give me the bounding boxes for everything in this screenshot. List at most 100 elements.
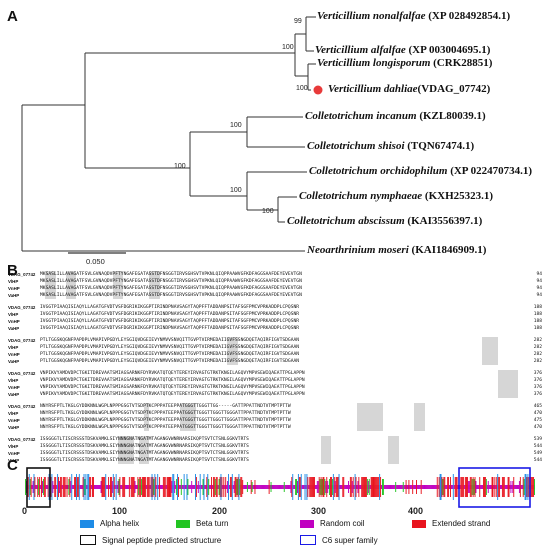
structure-residue bbox=[99, 485, 101, 489]
structure-residue bbox=[308, 485, 310, 489]
structure-residue bbox=[482, 485, 484, 489]
structure-residue bbox=[526, 477, 528, 497]
structure-residue bbox=[450, 485, 452, 489]
structure-residue bbox=[79, 485, 81, 489]
sequence-text: PTLTGGSKQGNFPAPDPLVMAPIVPGDYLEYSGIQVDGEI… bbox=[40, 352, 300, 357]
structure-residue bbox=[501, 485, 502, 489]
structure-residue bbox=[73, 485, 75, 489]
structure-residue bbox=[157, 474, 159, 500]
bootstrap-value: 100 bbox=[262, 208, 274, 215]
conservation-shade bbox=[138, 450, 150, 457]
conservation-shade bbox=[112, 271, 124, 278]
structure-residue bbox=[300, 474, 302, 500]
structure-residue bbox=[175, 485, 177, 489]
structure-residue bbox=[360, 485, 362, 489]
structure-residue bbox=[336, 477, 338, 497]
structure-residue bbox=[372, 477, 374, 497]
sequence-position: 465 bbox=[533, 404, 542, 409]
structure-residue bbox=[347, 485, 348, 489]
structure-residue bbox=[176, 479, 178, 495]
structure-residue bbox=[55, 477, 57, 497]
structure-residue bbox=[299, 477, 301, 497]
sequence-name: VlHP bbox=[8, 444, 19, 449]
structure-residue bbox=[296, 479, 297, 495]
sequence-text: NNYRSFPTLTKGLGYDDKNNLWGPLNPPPGSGTVTSDPTK… bbox=[40, 425, 291, 430]
structure-residue bbox=[268, 480, 270, 494]
sequence-position: 376 bbox=[533, 378, 542, 383]
structure-residue bbox=[329, 479, 331, 495]
structure-residue bbox=[162, 477, 164, 497]
structure-residue bbox=[505, 485, 507, 489]
structure-residue bbox=[274, 485, 276, 489]
structure-residue bbox=[85, 474, 87, 500]
structure-residue bbox=[137, 477, 139, 497]
structure-residue bbox=[87, 474, 89, 500]
conservation-shade bbox=[482, 344, 498, 351]
sequence-position: 376 bbox=[533, 371, 542, 376]
structure-residue bbox=[301, 485, 303, 489]
structure-residue bbox=[393, 485, 395, 489]
structure-residue bbox=[282, 485, 284, 489]
structure-residue bbox=[152, 477, 154, 497]
structure-residue bbox=[90, 477, 92, 497]
structure-residue bbox=[132, 477, 134, 497]
sequence-position: 544 bbox=[533, 458, 542, 463]
structure-residue bbox=[178, 485, 180, 489]
structure-residue bbox=[59, 481, 60, 493]
conservation-shade bbox=[320, 450, 332, 457]
conservation-shade bbox=[118, 443, 134, 450]
structure-residue bbox=[338, 474, 340, 500]
structure-residue bbox=[138, 479, 140, 495]
structure-residue bbox=[280, 485, 282, 489]
structure-residue bbox=[427, 485, 429, 489]
structure-residue bbox=[408, 480, 410, 494]
structure-residue bbox=[449, 485, 450, 489]
taxon-label: Verticillium longisporum (CRK28851) bbox=[317, 57, 493, 69]
conservation-shade bbox=[180, 410, 196, 417]
structure-residue bbox=[429, 485, 431, 489]
conservation-shade bbox=[66, 285, 77, 292]
structure-residue bbox=[444, 477, 446, 497]
sequence-name: VlHP bbox=[8, 378, 19, 383]
structure-residue bbox=[501, 477, 503, 497]
sequence-name: VaHP bbox=[8, 359, 20, 364]
structure-residue bbox=[103, 477, 105, 497]
sequence-position: 376 bbox=[533, 385, 542, 390]
structure-residue bbox=[534, 479, 535, 495]
structure-residue bbox=[59, 477, 61, 497]
structure-residue bbox=[249, 485, 251, 489]
structure-residue bbox=[330, 477, 331, 497]
structure-residue bbox=[399, 485, 400, 489]
structure-residue bbox=[35, 485, 37, 489]
sequence-text: MKSASLILLAVAGATFSVLGVNAQDVPFTYNGAFEGATAS… bbox=[40, 272, 302, 277]
structure-residue bbox=[445, 485, 447, 489]
conservation-shade bbox=[388, 443, 399, 450]
sequence-residues: NNYRSFPTLTKGLGYDDKNNLWGPLNPPPGSGTVTSDPTK… bbox=[40, 424, 528, 431]
structure-residue bbox=[160, 485, 161, 489]
structure-residue bbox=[496, 477, 498, 497]
structure-residue bbox=[513, 477, 515, 497]
structure-residue bbox=[269, 485, 271, 489]
structure-residue bbox=[113, 477, 115, 497]
structure-residue bbox=[450, 477, 451, 497]
structure-residue bbox=[419, 485, 421, 489]
structure-residue bbox=[38, 479, 40, 495]
structure-residue bbox=[518, 485, 519, 489]
structure-residue bbox=[45, 485, 47, 489]
sequence-text: VNPIKVYAMDVDPCTGKITDREVAATSMIAGSARNKFDYR… bbox=[40, 371, 305, 376]
structure-residue bbox=[54, 477, 56, 497]
structure-residue bbox=[278, 485, 280, 489]
conservation-shade bbox=[118, 450, 134, 457]
structure-residue bbox=[367, 481, 369, 493]
sequence-position: 282 bbox=[533, 345, 542, 350]
structure-residue bbox=[71, 474, 73, 500]
structure-residue bbox=[447, 477, 449, 497]
structure-residue bbox=[188, 485, 190, 489]
structure-residue bbox=[343, 477, 345, 497]
sequence-residues: PTLTGGSKQGNFPAPDPLVMAPIVPGDYLEYSGIQVDGEI… bbox=[40, 351, 528, 358]
structure-residue bbox=[465, 477, 467, 497]
structure-residue bbox=[478, 485, 480, 489]
